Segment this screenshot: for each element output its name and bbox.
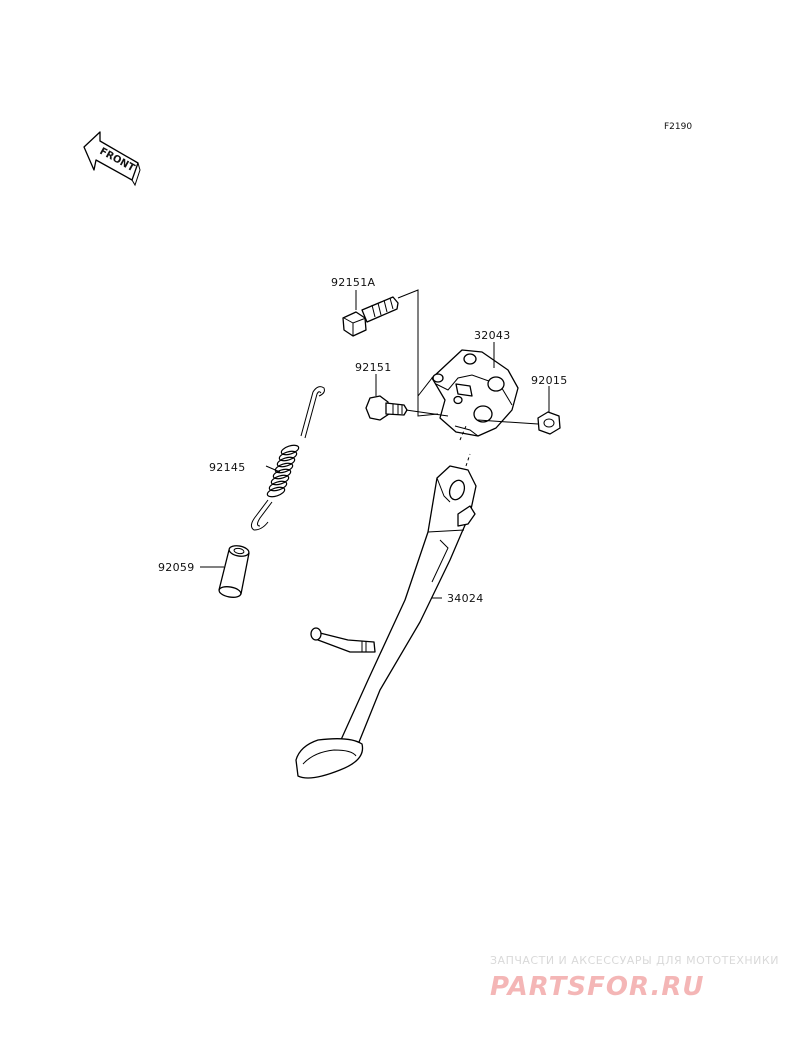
figure-code: F2190 — [664, 122, 692, 132]
watermark-site: PARTSFOR.RU — [490, 972, 704, 1002]
label-92145: 92145 — [209, 461, 246, 474]
spring-92145 — [250, 386, 325, 531]
nut-92015 — [537, 411, 561, 435]
front-arrow-icon: FRONT — [83, 131, 141, 187]
label-92059: 92059 — [158, 561, 195, 574]
leader-lines — [200, 289, 550, 599]
label-92015: 92015 — [531, 374, 568, 387]
label-32043: 32043 — [474, 329, 511, 342]
label-92151a: 92151A — [331, 276, 375, 289]
watermark-logo: ЗАПЧАСТИ И АКСЕССУАРЫ ДЛЯ МОТОТЕХНИКИ PA… — [490, 954, 779, 1002]
collar-92059 — [218, 545, 250, 598]
watermark-tagline: ЗАПЧАСТИ И АКСЕССУАРЫ ДЛЯ МОТОТЕХНИКИ — [490, 954, 779, 967]
label-34024: 34024 — [447, 592, 484, 605]
bolt-92151a — [342, 296, 399, 337]
bracket-32043 — [431, 349, 519, 437]
label-92151: 92151 — [355, 361, 392, 374]
side-stand-34024 — [295, 465, 477, 779]
bolt-92151 — [365, 395, 408, 421]
